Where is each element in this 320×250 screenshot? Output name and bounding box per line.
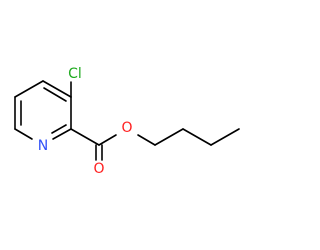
molecule-structure: N Cl O O [14,66,240,177]
bond-c5-c4-inner [43,87,67,102]
bond-c3-c2-inner [51,124,67,134]
bond-c6-c5 [14,80,44,98]
bond-butyl-3 [210,128,240,146]
nitrogen-label: N [38,138,48,154]
bond-carbonyl-ester-o [98,134,117,146]
bond-c5-c4 [42,80,72,98]
bond-c3-c2 [52,128,72,140]
carbonyl-oxygen-label: O [93,161,104,177]
bond-ester-o-ch2 [137,134,156,146]
ester-group [70,128,156,161]
bond-butyl-2 [182,128,212,146]
ester-oxygen-label: O [121,120,132,136]
bond-c3-carbonyl [70,128,100,146]
bond-butyl-1 [154,128,184,146]
pyridine-ring [14,80,72,140]
bond-n-c6 [14,128,33,140]
butyl-chain [154,128,240,146]
chlorine-label: Cl [68,66,82,82]
